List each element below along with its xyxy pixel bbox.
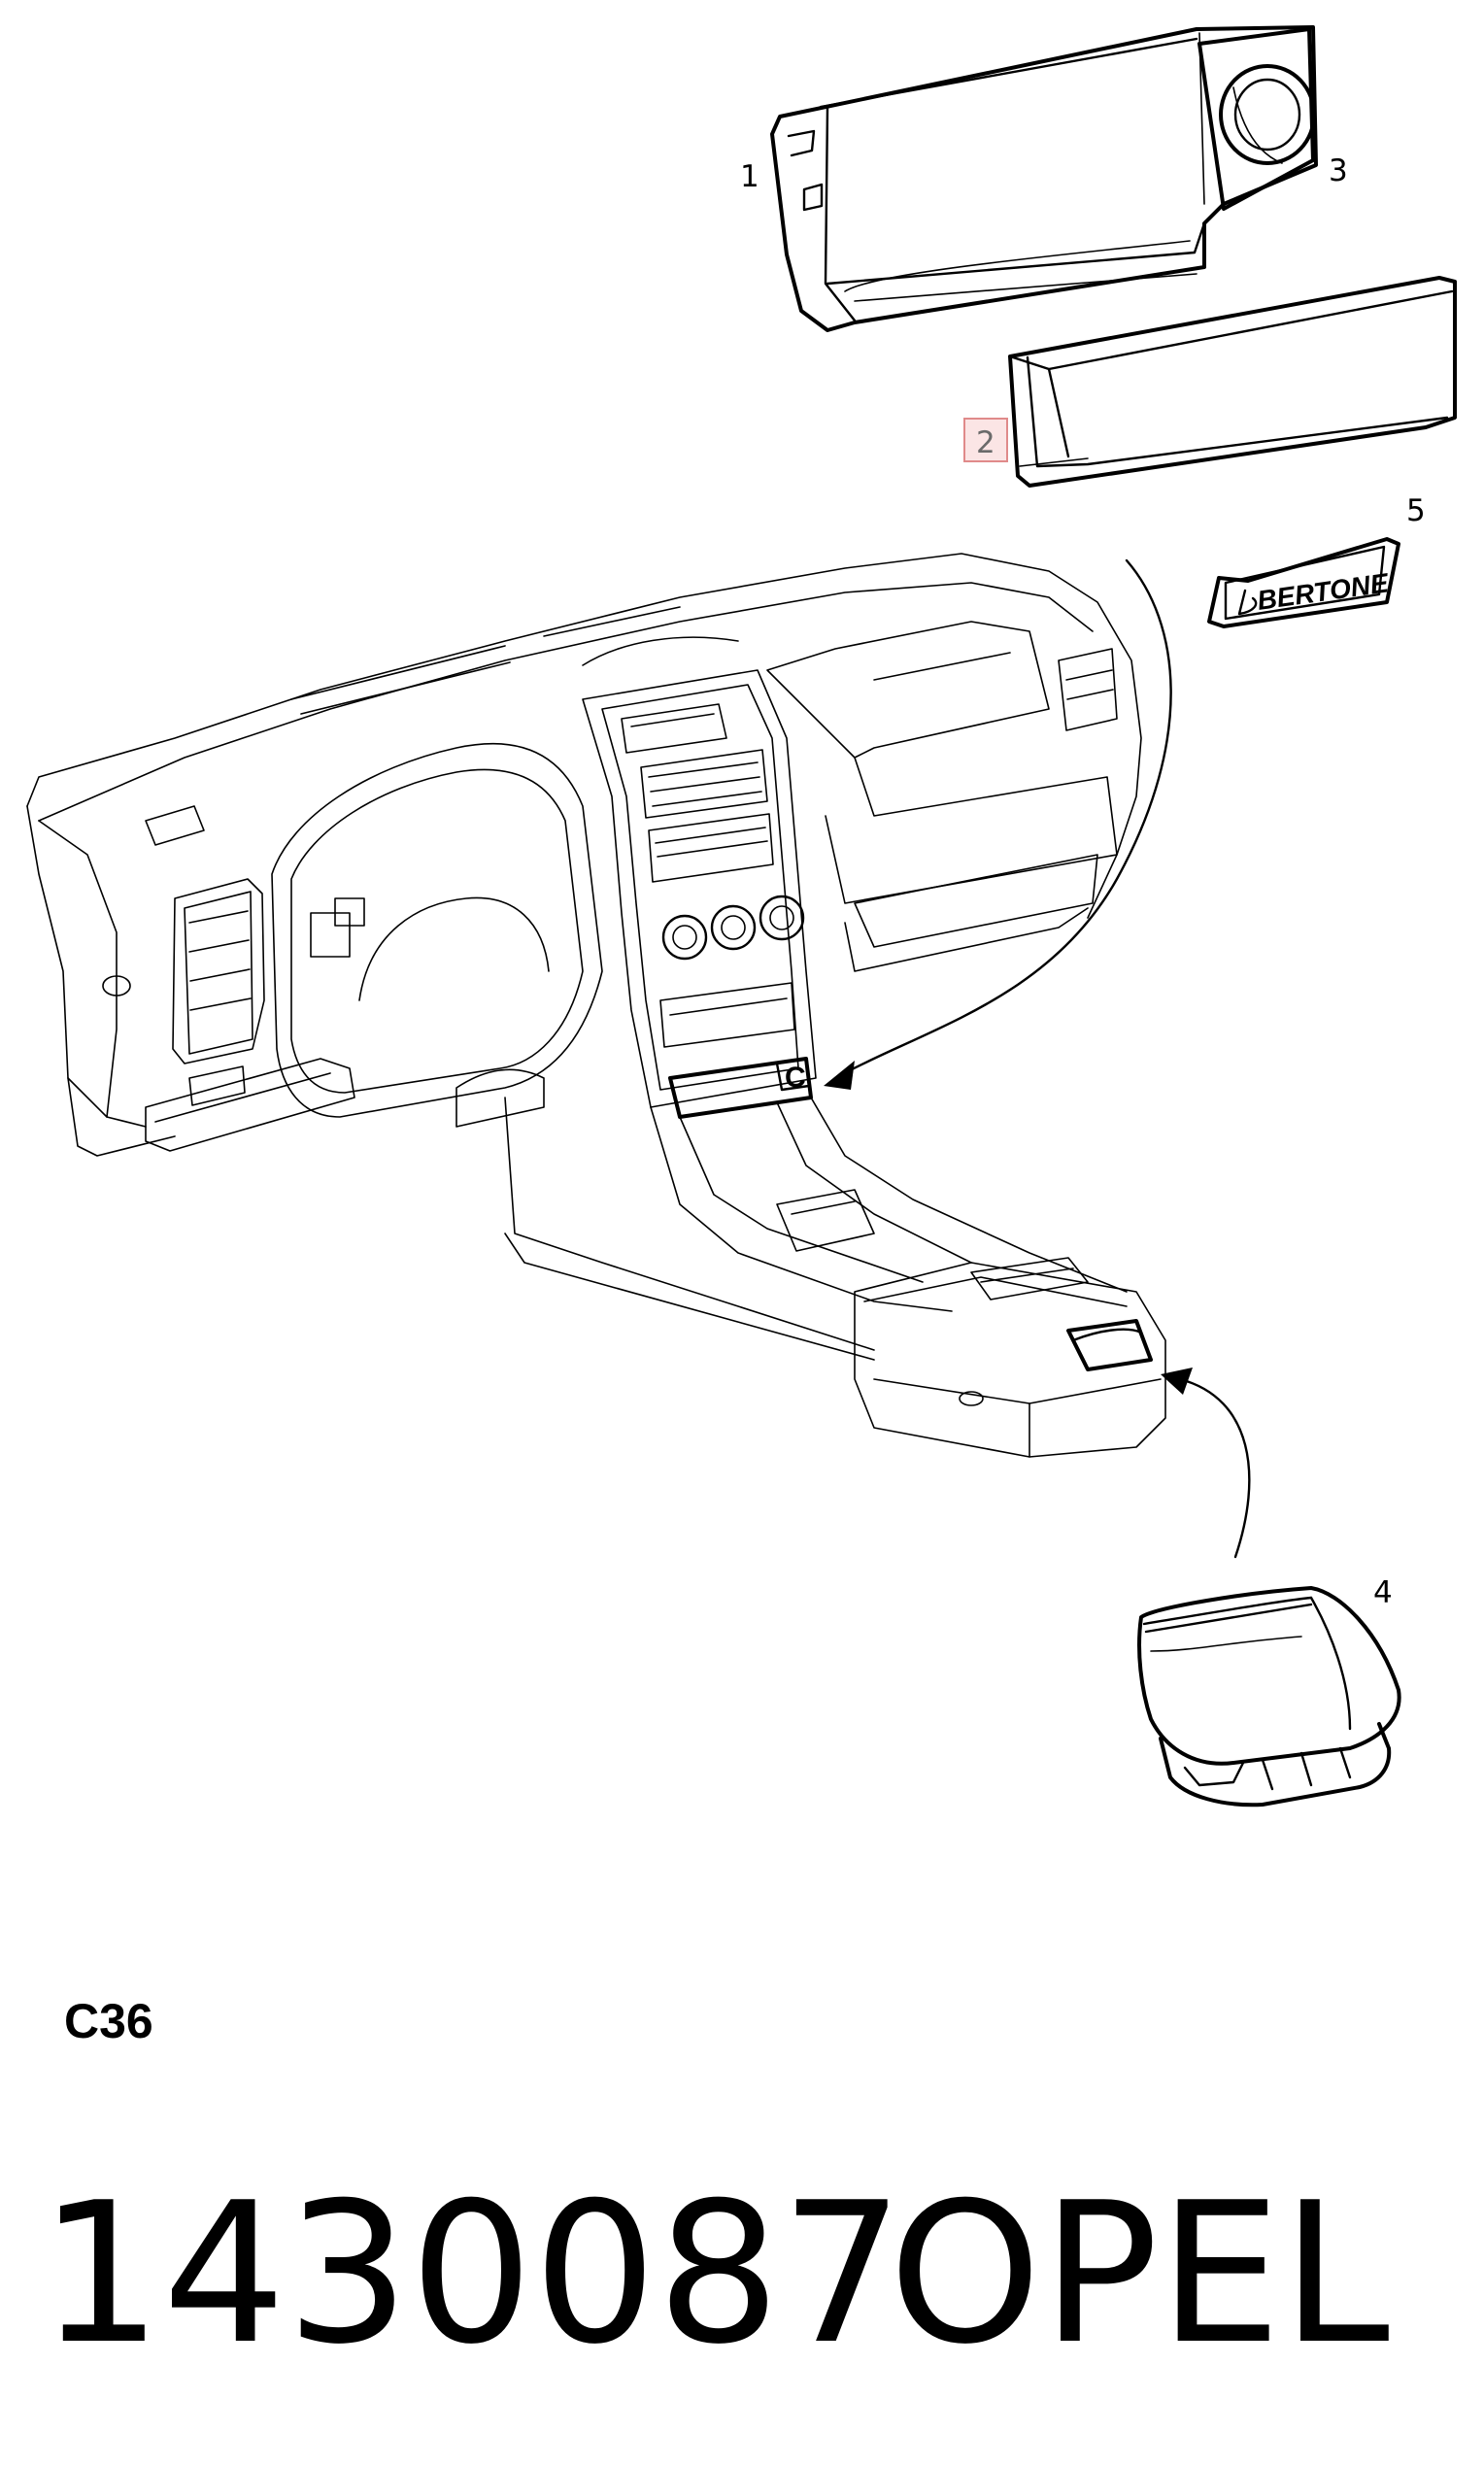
callout-1: 1 — [740, 159, 759, 194]
bertone-logo-icon — [1237, 589, 1258, 616]
part-1-glovebox-lid — [770, 25, 1318, 332]
emblem-text: BERTONE — [1256, 567, 1392, 616]
callout-3: 3 — [1329, 153, 1348, 188]
callout-4: 4 — [1373, 1575, 1393, 1610]
dashboard-assembly: C — [26, 553, 1166, 1458]
callout-2-highlight — [963, 418, 1008, 462]
part-number: 1430087 — [39, 2161, 904, 2387]
callout-5: 5 — [1406, 493, 1426, 528]
part-4-ashtray — [1137, 1586, 1401, 1807]
part-3-air-vent-bezel — [1197, 27, 1316, 211]
reference-code: C36 — [64, 1994, 153, 2048]
part-2-storage-tray — [1008, 276, 1457, 488]
brand-name: OPEL — [889, 2161, 1390, 2387]
callout-2: 2 — [976, 425, 995, 460]
assembly-arrows — [824, 558, 1251, 1559]
detail-marker-c: C — [785, 1062, 806, 1094]
part-5-bertone-emblem: BERTONE — [1207, 537, 1400, 628]
